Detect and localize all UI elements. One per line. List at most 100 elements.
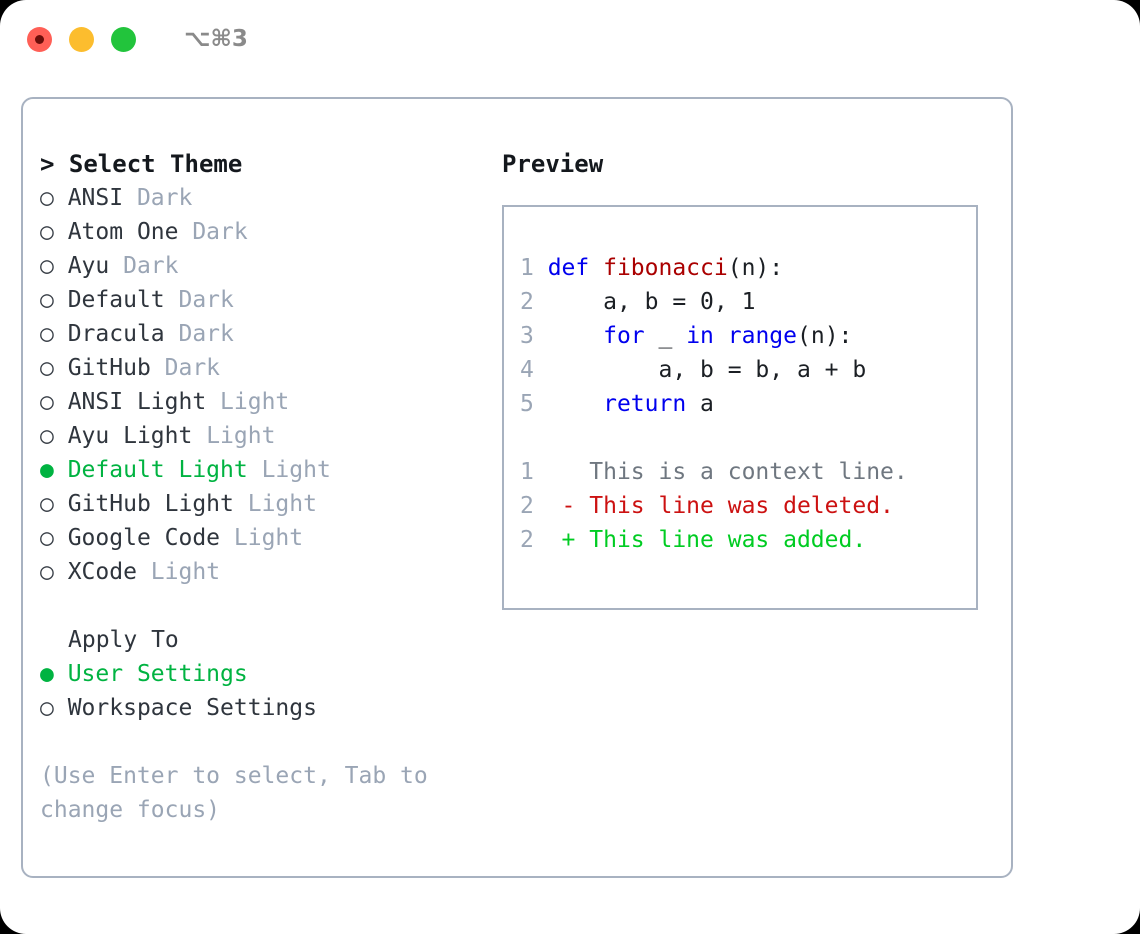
- theme-name: XCode: [53, 559, 137, 585]
- keyboard-hint-text: (Use Enter to select, Tab to change focu…: [40, 763, 442, 823]
- theme-list-item[interactable]: ○ Ayu Dark: [40, 249, 470, 283]
- theme-list-item[interactable]: ○ Dracula Dark: [40, 317, 470, 351]
- theme-list-item[interactable]: ○ ANSI Dark: [40, 181, 470, 215]
- radio-selected-icon: ●: [40, 457, 54, 483]
- line-number: 1: [520, 255, 534, 281]
- radio-unselected-icon: ○: [40, 559, 54, 585]
- code-line: 4 a, b = b, a + b: [504, 353, 976, 387]
- theme-category: Dark: [164, 321, 234, 347]
- code-diff-separator: [504, 421, 976, 455]
- apply-to-option[interactable]: ○ Workspace Settings: [40, 691, 470, 725]
- theme-category: Dark: [123, 185, 193, 211]
- code-token: _: [644, 323, 687, 349]
- line-number: 3: [520, 323, 534, 349]
- theme-name: Default: [53, 287, 165, 313]
- diff-line: 2 - This line was deleted.: [504, 489, 976, 523]
- list-spacer: [40, 589, 470, 623]
- code-token: range: [727, 323, 797, 349]
- code-token: (n):: [727, 255, 784, 281]
- diff-marker: -: [561, 493, 576, 519]
- theme-list-item[interactable]: ○ GitHub Light Light: [40, 487, 470, 521]
- theme-list-item[interactable]: ○ GitHub Dark: [40, 351, 470, 385]
- theme-category: Light: [233, 491, 317, 517]
- title-bar: ⌥⌘3: [0, 0, 1140, 78]
- code-token: in: [686, 323, 714, 349]
- preview-diff-block: 1 This is a context line.2 - This line w…: [504, 455, 976, 557]
- line-number: 4: [520, 357, 534, 383]
- diff-line: 1 This is a context line.: [504, 455, 976, 489]
- radio-unselected-icon: ○: [40, 525, 54, 551]
- theme-list-item[interactable]: ○ ANSI Light Light: [40, 385, 470, 419]
- radio-unselected-icon: ○: [40, 389, 54, 415]
- apply-to-option[interactable]: ● User Settings: [40, 657, 470, 691]
- code-token: [548, 323, 603, 349]
- theme-list-item[interactable]: ○ Ayu Light Light: [40, 419, 470, 453]
- close-window-button[interactable]: [27, 26, 52, 52]
- apply-to-header: Apply To: [68, 627, 179, 653]
- diff-marker: +: [561, 527, 576, 553]
- code-token: a, b = 0, 1: [547, 289, 756, 315]
- radio-unselected-icon: ○: [40, 491, 54, 517]
- theme-name: Default Light: [53, 457, 248, 483]
- theme-category: Dark: [164, 287, 234, 313]
- minimize-window-button[interactable]: [69, 26, 94, 52]
- radio-unselected-icon: ○: [40, 423, 54, 449]
- zoom-window-button[interactable]: [111, 26, 136, 52]
- apply-to-label: User Settings: [53, 661, 248, 687]
- theme-category: Light: [206, 389, 290, 415]
- theme-category: Dark: [178, 219, 248, 245]
- theme-name: GitHub: [53, 355, 151, 381]
- radio-unselected-icon: ○: [40, 321, 54, 347]
- theme-category: Dark: [109, 253, 179, 279]
- diff-text: This is a context line.: [575, 459, 908, 485]
- code-line: 1 def fibonacci(n):: [504, 251, 976, 285]
- select-theme-header: > Select Theme: [40, 150, 243, 178]
- theme-name: GitHub Light: [53, 491, 234, 517]
- theme-list-item[interactable]: ○ Google Code Light: [40, 521, 470, 555]
- radio-unselected-icon: ○: [40, 185, 54, 211]
- apply-to-list: ● User Settings○ Workspace Settings: [40, 657, 470, 725]
- code-line: 5 return a: [504, 387, 976, 421]
- theme-picker-column: > Select Theme ○ ANSI Dark○ Atom One Dar…: [40, 147, 470, 827]
- theme-name: Ayu Light: [53, 423, 193, 449]
- theme-name: Atom One: [53, 219, 179, 245]
- code-token: (n):: [797, 323, 853, 349]
- code-token: [548, 391, 603, 417]
- theme-list-item[interactable]: ○ XCode Light: [40, 555, 470, 589]
- code-token: return: [603, 391, 687, 417]
- code-token: [714, 323, 728, 349]
- radio-unselected-icon: ○: [40, 695, 54, 721]
- code-token: def: [547, 255, 604, 281]
- diff-line: 2 + This line was added.: [504, 523, 976, 557]
- theme-name: ANSI Light: [53, 389, 207, 415]
- radio-unselected-icon: ○: [40, 253, 54, 279]
- theme-name: Ayu: [53, 253, 110, 279]
- theme-list-item[interactable]: ○ Atom One Dark: [40, 215, 470, 249]
- theme-category: Light: [136, 559, 221, 585]
- theme-list-item[interactable]: ● Default Light Light: [40, 453, 470, 487]
- radio-unselected-icon: ○: [40, 219, 54, 245]
- theme-list-item[interactable]: ○ Default Dark: [40, 283, 470, 317]
- theme-name: Google Code: [53, 525, 221, 551]
- diff-marker: [562, 459, 576, 485]
- theme-category: Dark: [150, 355, 221, 381]
- apply-to-label: Workspace Settings: [53, 695, 317, 721]
- preview-title: Preview: [502, 150, 604, 178]
- keyboard-shortcut-label: ⌥⌘3: [184, 26, 248, 52]
- theme-name: Dracula: [53, 321, 165, 347]
- diff-text: This line was deleted.: [575, 493, 894, 519]
- radio-unselected-icon: ○: [40, 287, 54, 313]
- theme-list: ○ ANSI Dark○ Atom One Dark○ Ayu Dark○ De…: [40, 181, 470, 589]
- line-number: 2: [520, 527, 534, 553]
- diff-text: This line was added.: [575, 527, 867, 553]
- code-token: fibonacci: [603, 255, 728, 281]
- theme-category: Light: [220, 525, 304, 551]
- code-token: a, b = b, a + b: [547, 357, 867, 383]
- radio-unselected-icon: ○: [40, 355, 54, 381]
- line-number: 2: [520, 493, 534, 519]
- main-panel: > Select Theme ○ ANSI Dark○ Atom One Dar…: [21, 97, 1013, 878]
- code-line: 3 for _ in range(n):: [504, 319, 976, 353]
